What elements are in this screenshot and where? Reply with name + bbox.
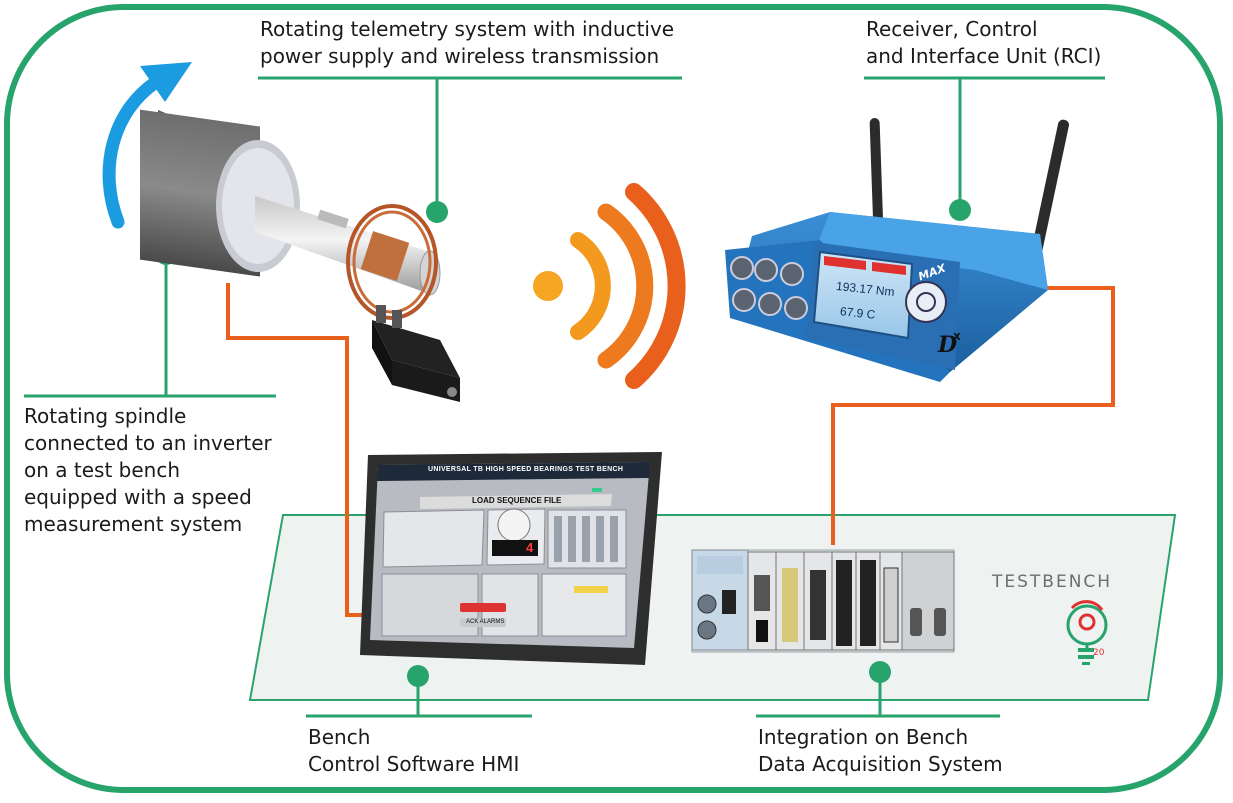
hmi-callout-dot [407,665,429,687]
wireless-signal-icon [533,183,686,389]
daq-label: Integration on Bench Data Acquisition Sy… [758,725,1003,776]
rci-unit: D x [725,118,1069,382]
daq-callout-dot [869,661,891,683]
spindle-to-hmi-line [226,283,365,617]
hmi-monitor [360,452,662,665]
rotation-arrow [102,75,163,229]
rci-label: Receiver, Control and Interface Unit (RC… [866,17,1102,68]
rci-callout-dot [949,199,971,221]
testbench-logo-icon: 20 [1066,600,1108,665]
hmi-label: Bench Control Software HMI [308,725,520,776]
spindle-motor [140,109,300,277]
daq-chassis [691,549,955,653]
hmi-title: UNIVERSAL TB HIGH SPEED BEARINGS TEST BE… [428,466,624,473]
rci-to-daq-line [831,286,1115,545]
hmi-digital-display: 4 [526,540,534,555]
svg-text:20: 20 [1093,648,1105,658]
testbench-label: TESTBENCH [992,572,1113,592]
svg-text:D: D [937,332,957,358]
telemetry-label: Rotating telemetry system with inductive… [260,17,675,68]
rotation-arrowhead [140,62,192,102]
telemetry-shaft [255,196,460,402]
svg-text:x: x [953,329,961,343]
hmi-ack-button[interactable]: ACK ALARMS [466,619,505,625]
telemetry-callout-dot [426,201,448,223]
spindle-label: Rotating spindle connected to an inverte… [24,404,272,536]
hmi-section-title: LOAD SEQUENCE FILE [472,496,562,505]
outer-frame [4,4,1223,793]
